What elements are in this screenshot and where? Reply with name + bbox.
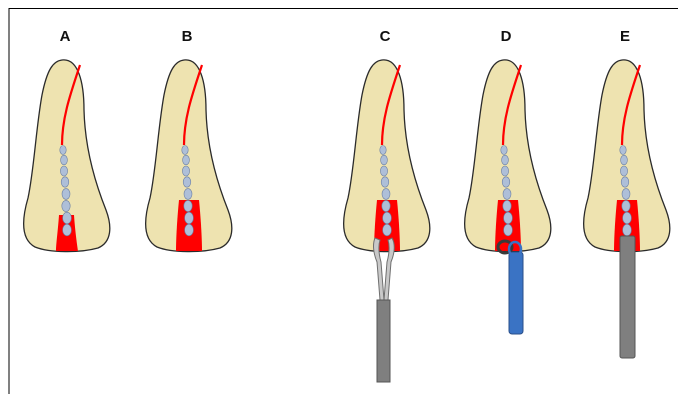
panel-c: C [344, 28, 430, 382]
panel-label-d: D [501, 28, 512, 45]
panel-e: E [584, 28, 670, 358]
panel-d: D [465, 28, 551, 334]
blue-holder [498, 241, 523, 334]
gray-post [620, 236, 635, 358]
forceps-instrument [374, 238, 395, 382]
panel-label-a: A [60, 28, 71, 45]
panel-label-e: E [620, 28, 630, 45]
panel-label-c: C [380, 28, 391, 45]
panel-b: B [146, 28, 232, 252]
panel-a: A [24, 28, 110, 252]
panel-label-b: B [182, 28, 193, 45]
forceps-handle [377, 300, 390, 382]
blue-holder-body [509, 252, 523, 334]
